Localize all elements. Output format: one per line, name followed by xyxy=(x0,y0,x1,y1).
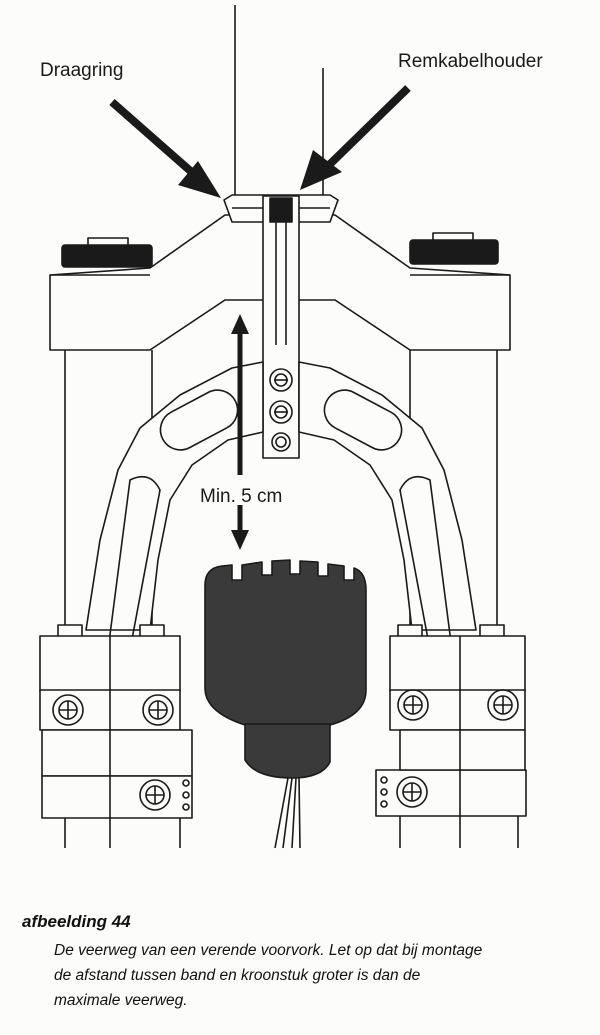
tire xyxy=(204,559,367,726)
arch-slot-left-upper xyxy=(159,389,239,451)
measurement-label: Min. 5 cm xyxy=(200,486,282,507)
figure-caption: afbeelding 44 De veerweg van een verende… xyxy=(22,912,582,1013)
right-lower-clamp xyxy=(375,624,527,848)
draagring-label: Draagring xyxy=(40,60,123,81)
brake-cable-holder-tip xyxy=(269,197,293,223)
center-bolts xyxy=(269,368,293,452)
fork-diagram: Draagring Remkabelhouder Min. 5 cm xyxy=(39,5,543,849)
remkabelhouder-label: Remkabelhouder xyxy=(398,51,543,72)
remkabelhouder-arrow xyxy=(300,85,411,190)
left-top-cap xyxy=(61,237,153,268)
caption-line-3: maximale veerweg. xyxy=(54,992,188,1009)
brake-arch xyxy=(85,361,477,631)
draagring-arrow xyxy=(109,98,221,198)
brake-cable-holder xyxy=(262,195,300,459)
arch-slot-right-upper xyxy=(323,389,403,451)
measurement-arrow xyxy=(231,314,249,550)
right-top-cap xyxy=(409,232,499,265)
tire-hub xyxy=(244,723,331,779)
left-clamp-bolts xyxy=(52,694,190,811)
caption-line-1: De veerweg van een verende voorvork. Let… xyxy=(54,942,483,959)
right-clamp-bolts xyxy=(380,689,519,808)
spokes xyxy=(274,777,301,849)
caption-title: afbeelding 44 xyxy=(22,912,131,931)
caption-line-2: de afstand tussen band en kroonstuk grot… xyxy=(54,967,421,984)
left-lower-clamp xyxy=(39,624,193,848)
